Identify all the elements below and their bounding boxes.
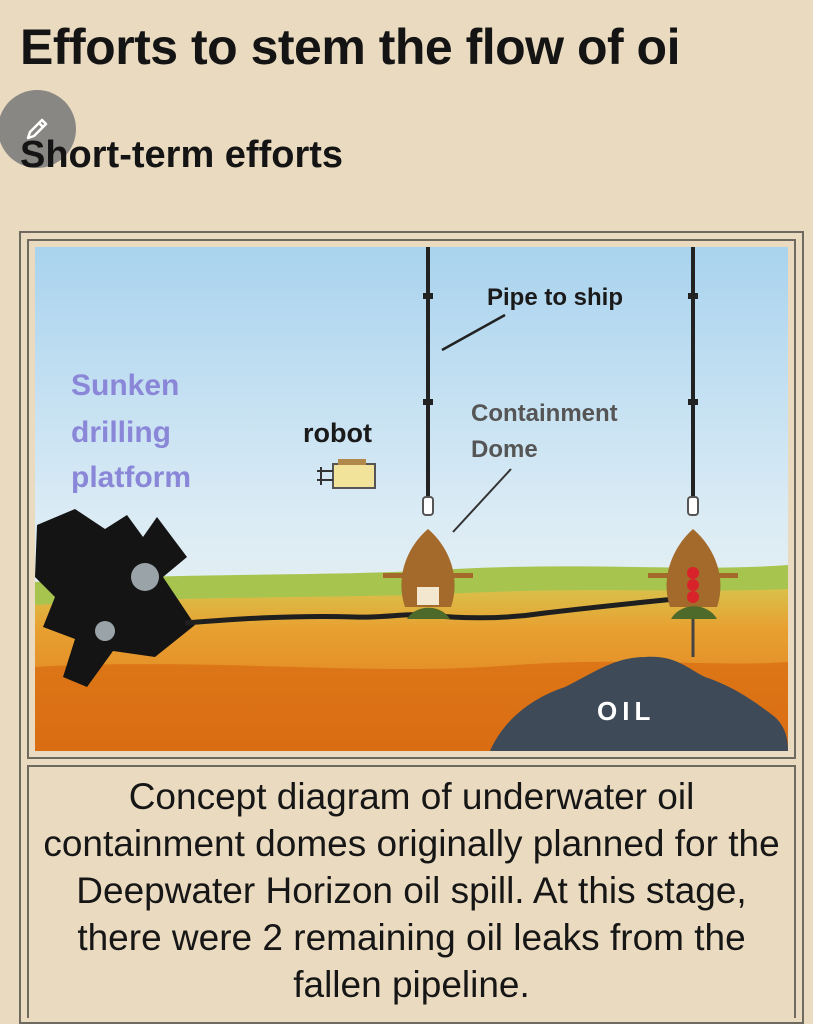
section-heading: Short-term efforts [20, 134, 344, 176]
robot-icon [317, 459, 376, 489]
pipe-to-ship-label: Pipe to ship [487, 284, 623, 311]
caption-text: Concept diagram of underwater oil contai… [43, 776, 780, 1005]
sunken-label-2: drilling [71, 416, 171, 449]
sunken-label-1: Sunken [71, 369, 179, 402]
oil-reservoir [490, 656, 788, 751]
robot-label: robot [303, 418, 372, 448]
edit-button[interactable] [0, 90, 76, 168]
containment-label-2: Dome [471, 436, 538, 463]
pencil-icon [26, 118, 48, 140]
oil-label: OIL [597, 696, 655, 726]
page-title: Efforts to stem the flow of oi [20, 19, 680, 75]
diagram: OIL Pipe to ship Sunken drilling platfor… [35, 247, 788, 751]
figure-image[interactable]: OIL Pipe to ship Sunken drilling platfor… [27, 239, 796, 759]
sunken-platform-icon [35, 509, 195, 687]
sunken-label-3: platform [71, 461, 191, 494]
figure: OIL Pipe to ship Sunken drilling platfor… [19, 231, 804, 1024]
containment-dome-right [648, 529, 738, 657]
containment-label-1: Containment [471, 400, 618, 427]
containment-dome-left [383, 529, 473, 619]
figure-caption: Concept diagram of underwater oil contai… [27, 765, 796, 1018]
